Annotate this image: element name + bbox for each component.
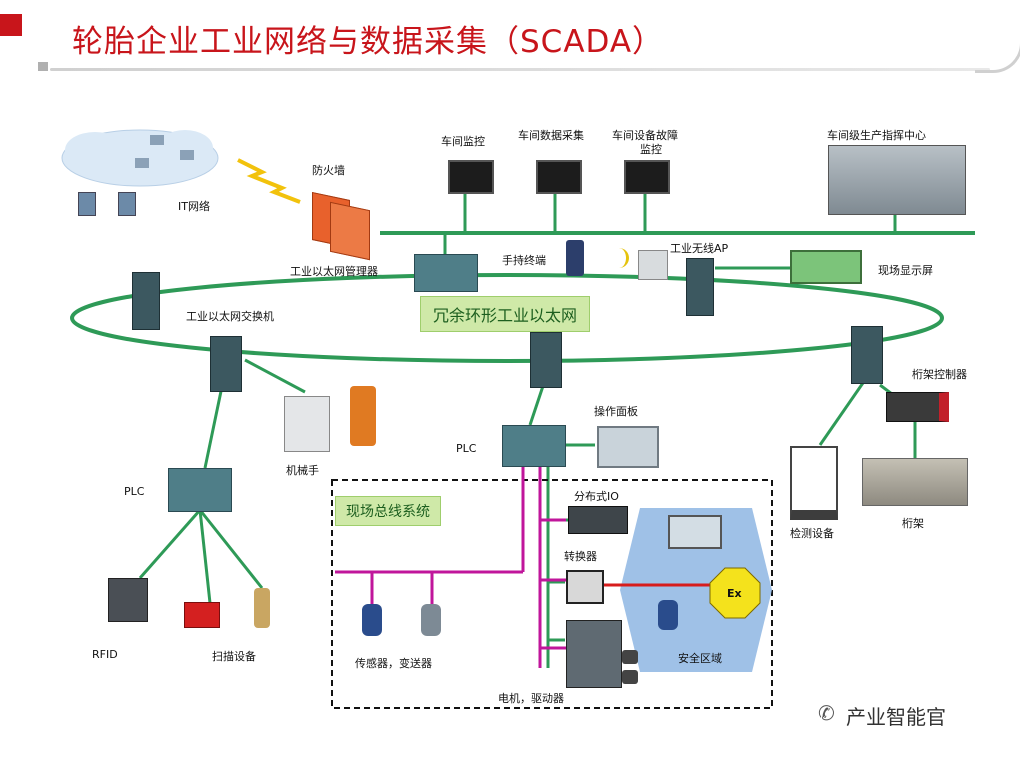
motor-drive-device [566,620,622,688]
distributed-io-device [568,506,628,534]
ring-network-label: 冗余环形工业以太网 [420,296,591,332]
gantry-image [862,458,968,506]
label-wireless-ap: 工业无线AP [670,242,729,255]
label-fault-monitor: 车间设备故障 [612,129,678,142]
switch-device [530,332,562,388]
transmitter-icon [421,604,441,636]
ring-network [70,273,944,363]
safe-zone-hexagon [620,508,772,672]
inspection-device [790,446,838,520]
label-plc-left: PLC [124,485,145,498]
slide-title: 轮胎企业工业网络与数据采集（SCADA） [72,24,665,60]
label-op-panel: 操作面板 [594,405,638,418]
label-safe-zone: 安全区域 [678,652,722,665]
label-rack: 桁架 [902,517,924,530]
label-handheld: 手持终端 [502,254,546,267]
handheld-icon [566,240,584,276]
title-underline [50,68,990,71]
firewall-icon [330,201,370,261]
label-it-network: IT网络 [178,200,210,213]
label-eth-manager: 工业以太网管理器 [290,265,378,278]
ex-octagon [709,567,761,619]
laptop-icon [150,135,164,145]
label-motor: 电机，驱动器 [498,692,564,705]
label-control-center: 车间级生产指挥中心 [827,129,926,142]
lightning-icon [237,158,301,204]
laptop-icon [135,158,149,168]
motor-icon [622,650,638,664]
scanner-icon [184,602,220,628]
switch-device [851,326,883,384]
access-point-icon [638,250,668,280]
plc-device [168,468,232,512]
computer-icon [448,160,494,194]
label-rfid: RFID [92,648,118,661]
label-inspection: 检测设备 [790,527,834,540]
switch-device [210,336,242,392]
sensor-icon [362,604,382,636]
corner-marker [0,14,22,36]
server-icon [118,192,136,216]
switch-device [132,272,160,330]
computer-icon [624,160,670,194]
label-switch: 工业以太网交换机 [186,310,274,323]
label-monitor: 车间监控 [441,135,485,148]
converter-device [566,570,604,604]
label-firewall: 防火墙 [312,164,345,177]
rack-controller-device [886,392,949,422]
label-rack-ctrl: 桁架控制器 [912,368,967,381]
robot-arm-icon [350,386,376,446]
label-sensor: 传感器，变送器 [355,657,432,670]
handheld-scanner-icon [254,588,270,628]
label-data-collect: 车间数据采集 [518,129,584,142]
label-fault-monitor-2: 监控 [640,143,662,156]
wechat-icon: ✆ [818,701,835,725]
label-plc-mid: PLC [456,442,477,455]
operator-panel [597,426,659,468]
computer-icon [536,160,582,194]
fieldbus-label: 现场总线系统 [335,496,441,526]
plc-device [502,425,566,467]
label-ex: Ex [727,587,742,600]
wireless-signal-icon [598,248,629,268]
motor-icon [622,670,638,684]
title-bullet [38,62,48,71]
rfid-reader-icon [108,578,148,622]
transmitter-icon [658,600,678,630]
control-center-image [828,145,966,215]
label-distributed-io: 分布式IO [574,490,619,503]
fieldbus-box [331,479,773,709]
ethernet-manager-device [414,254,478,292]
safe-terminal-screen [668,515,722,549]
display-screen [790,250,862,284]
robot-cell [284,396,330,452]
watermark-text: 产业智能官 [846,705,946,729]
label-converter: 转换器 [564,550,597,563]
label-display: 现场显示屏 [878,264,933,277]
laptop-icon [180,150,194,160]
server-icon [78,192,96,216]
switch-device [686,258,714,316]
label-robot: 机械手 [286,464,319,477]
title-swoosh [975,40,1020,73]
label-scanner: 扫描设备 [212,650,256,663]
